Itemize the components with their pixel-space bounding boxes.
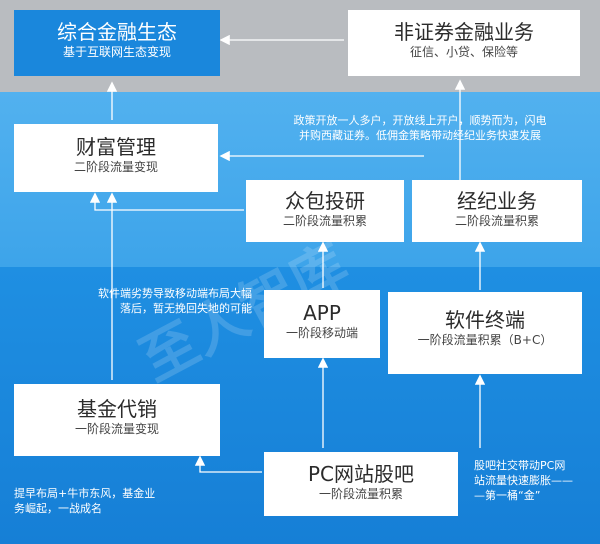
policy-note: 政策开放一人多户，开放线上开户，顺势而为，闪电 并购西藏证券。低佣金策略带动经纪…: [250, 113, 590, 143]
guba-social-line-3: —第一桶“金”: [474, 489, 541, 502]
app-subtitle: 一阶段移动端: [285, 326, 358, 340]
crowd-research-title: 众包投研: [285, 189, 365, 213]
guba-social-line-1: 股吧社交带动PC网: [474, 459, 566, 472]
early-layout-note: 提早布局+牛市东风，基金业 务崛起，一战成名: [14, 486, 214, 516]
guba-social-note: 股吧社交带动PC网 站流量快速膨胀—— —第一桶“金”: [474, 458, 594, 503]
brokerage-title: 经纪业务: [457, 189, 537, 213]
crowd-research-subtitle: 二阶段流量积累: [282, 214, 367, 228]
software-gap-line-2: 落后，暂无挽回失地的可能: [120, 302, 252, 315]
integrated-finance-box: 综合金融生态 基于互联网生态变现: [14, 10, 220, 76]
brokerage-subtitle: 二阶段流量积累: [454, 214, 539, 228]
software-gap-line-1: 软件端劣势导致移动端布局大幅: [98, 287, 252, 300]
early-layout-line-2: 务崛起，一战成名: [14, 502, 102, 515]
pc-guba-title: PC网站股吧: [307, 462, 415, 486]
integrated-finance-title: 综合金融生态: [57, 20, 177, 44]
policy-note-line-2: 并购西藏证券。低佣金策略带动经纪业务快速发展: [299, 129, 541, 142]
policy-note-line-1: 政策开放一人多户，开放线上开户，顺势而为，闪电: [293, 114, 547, 127]
software-gap-note: 软件端劣势导致移动端布局大幅 落后，暂无挽回失地的可能: [56, 286, 252, 316]
wealth-management-title: 财富管理: [76, 135, 156, 159]
fund-sales-title: 基金代销: [77, 397, 157, 421]
early-layout-line-1: 提早布局+牛市东风，基金业: [14, 487, 156, 500]
wealth-management-box: 财富管理 二阶段流量变现: [14, 124, 218, 192]
app-box: APP 一阶段移动端: [264, 290, 380, 358]
wealth-management-subtitle: 二阶段流量变现: [73, 160, 158, 174]
crowd-research-box: 众包投研 二阶段流量积累: [246, 180, 404, 242]
brokerage-box: 经纪业务 二阶段流量积累: [412, 180, 582, 242]
non-securities-box: 非证券金融业务 征信、小贷、保险等: [348, 10, 580, 76]
guba-social-line-2: 站流量快速膨胀——: [474, 474, 573, 487]
fund-sales-box: 基金代销 一阶段流量变现: [14, 384, 220, 456]
software-terminal-title: 软件终端: [445, 308, 525, 332]
pc-guba-box: PC网站股吧 一阶段流量积累: [264, 452, 458, 516]
pc-guba-subtitle: 一阶段流量积累: [318, 487, 403, 501]
fund-sales-subtitle: 一阶段流量变现: [74, 422, 159, 436]
non-securities-subtitle: 征信、小贷、保险等: [409, 45, 518, 59]
software-terminal-box: 软件终端 一阶段流量积累（B+C）: [388, 292, 582, 374]
non-securities-title: 非证券金融业务: [394, 20, 534, 44]
software-terminal-subtitle: 一阶段流量积累（B+C）: [417, 333, 553, 347]
arrow-crowd-to-wealth: [89, 192, 244, 211]
arrow-guba-to-fund: [194, 455, 262, 473]
integrated-finance-subtitle: 基于互联网生态变现: [62, 45, 171, 59]
app-title: APP: [303, 301, 341, 325]
